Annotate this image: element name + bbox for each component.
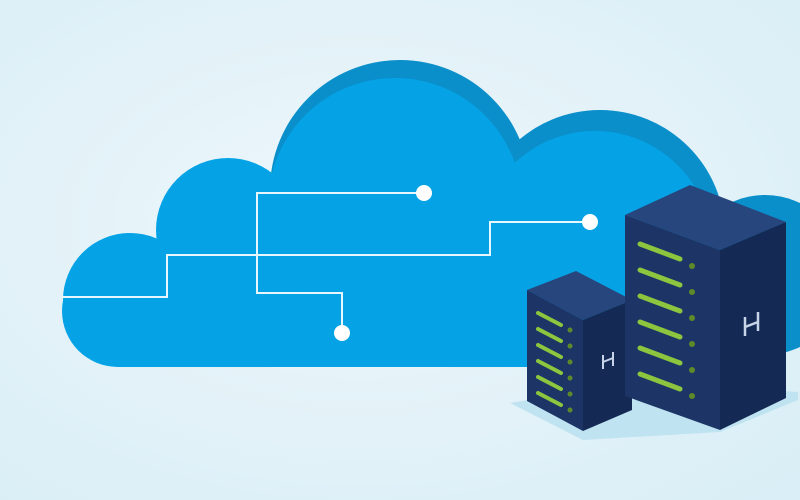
- circuit-node: [334, 325, 350, 341]
- led-dots: [689, 263, 695, 399]
- server-top: [527, 271, 632, 320]
- circuit-nodes: [334, 185, 598, 341]
- led-bars: [536, 311, 563, 407]
- server-rack-small: [527, 271, 632, 431]
- server-rack-large: [625, 185, 786, 430]
- server-side: [720, 222, 786, 430]
- h-logo-icon: [743, 312, 760, 336]
- server-top: [625, 185, 786, 250]
- h-logo-icon: [602, 352, 614, 369]
- server-side: [583, 300, 632, 431]
- circuit-node: [416, 185, 432, 201]
- circuit-lines: [62, 192, 590, 333]
- circuit-network-icon: [62, 185, 598, 341]
- circuit-node: [582, 214, 598, 230]
- led-dots: [567, 327, 573, 413]
- led-bars: [637, 241, 683, 392]
